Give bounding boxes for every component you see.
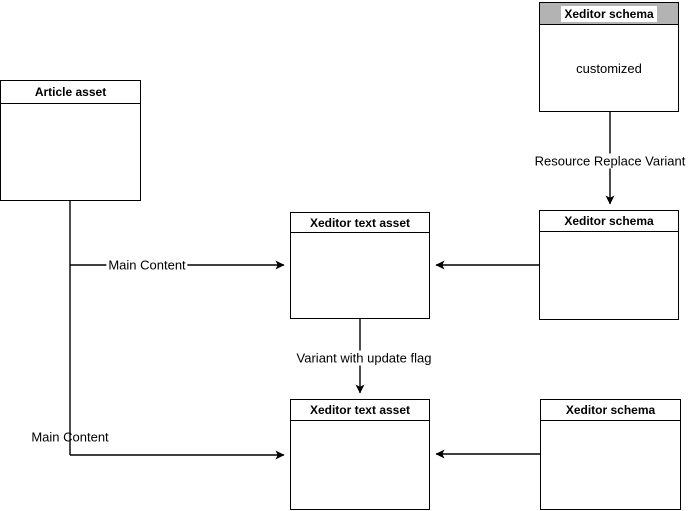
node-xeditor-schema-bottom-body	[541, 421, 680, 509]
node-xeditor-text-asset-bottom[interactable]: Xeditor text asset	[290, 399, 430, 510]
node-xeditor-text-asset-mid-body	[291, 233, 429, 318]
node-xeditor-text-asset-mid-title: Xeditor text asset	[291, 213, 429, 233]
node-xeditor-schema-mid-body	[540, 232, 678, 319]
node-article-asset[interactable]: Article asset	[0, 80, 141, 201]
node-article-asset-body	[1, 104, 140, 200]
node-xeditor-schema-customized-body: customized	[576, 60, 642, 76]
node-xeditor-schema-bottom[interactable]: Xeditor schema	[540, 399, 681, 510]
node-xeditor-text-asset-bottom-body	[291, 421, 429, 509]
node-xeditor-schema-customized[interactable]: Xeditor schema customized	[539, 2, 679, 112]
node-xeditor-text-asset-mid[interactable]: Xeditor text asset	[290, 212, 430, 319]
node-xeditor-schema-customized-header: Xeditor schema	[540, 3, 678, 25]
node-article-asset-title: Article asset	[1, 81, 140, 104]
node-xeditor-schema-bottom-title: Xeditor schema	[541, 400, 680, 421]
edge-label-main-content-bottom[interactable]: Main Content	[31, 429, 109, 445]
node-xeditor-schema-mid-title: Xeditor schema	[540, 211, 678, 232]
edge-label-resource-replace-variant[interactable]: Resource Replace Variant	[532, 153, 688, 169]
edge-label-main-content-top[interactable]: Main Content	[106, 257, 188, 273]
node-xeditor-schema-mid[interactable]: Xeditor schema	[539, 210, 679, 320]
edge-label-variant-update-flag[interactable]: Variant with update flag	[294, 350, 434, 366]
node-xeditor-text-asset-bottom-title: Xeditor text asset	[291, 400, 429, 421]
node-xeditor-schema-customized-title: Xeditor schema	[561, 5, 657, 22]
